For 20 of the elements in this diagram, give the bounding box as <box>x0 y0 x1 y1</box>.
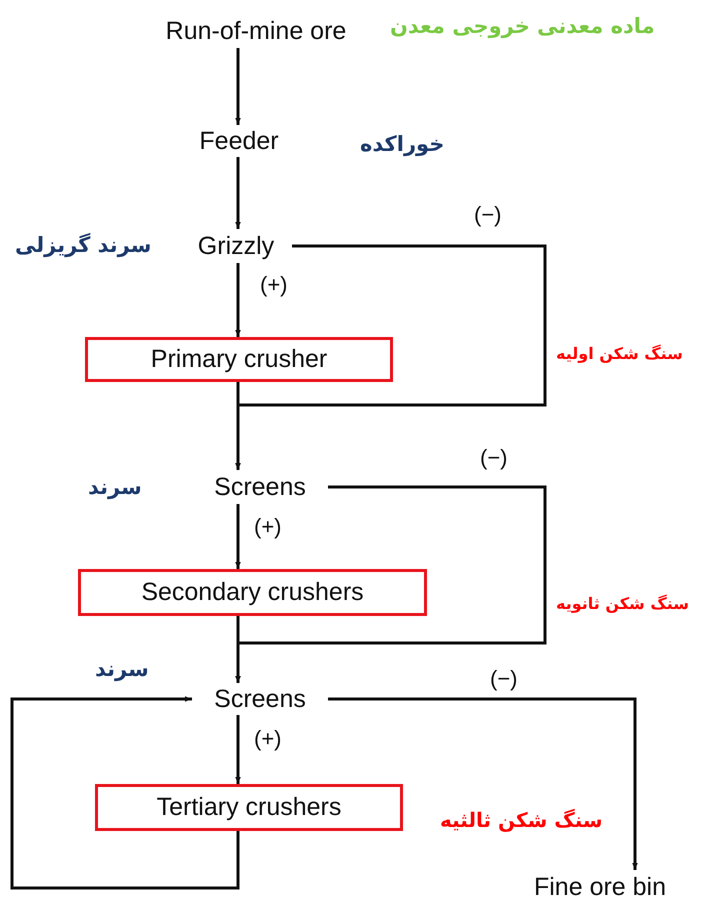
translation-label: خوراکده <box>360 132 444 156</box>
arrow <box>235 715 241 784</box>
translation-label: سنگ شکن اولیه <box>556 344 683 363</box>
translation-label: سنگ شکن ثالثیه <box>440 808 603 832</box>
arrow <box>235 48 241 125</box>
process-box: Tertiary crushers <box>95 784 403 831</box>
arrow <box>328 698 638 870</box>
process-box: Secondary crushers <box>78 569 427 616</box>
process-box: Primary crusher <box>85 337 393 382</box>
arrow <box>235 382 241 470</box>
arrow <box>235 616 241 683</box>
arrow <box>235 263 241 337</box>
translation-label: ماده معدنی خروجی معدن <box>390 14 655 38</box>
arrow <box>10 696 240 890</box>
arrow <box>235 157 241 229</box>
arrow <box>235 504 241 569</box>
translation-label: سنگ شکن ثانویه <box>556 594 689 613</box>
translation-label: سرند <box>95 657 149 681</box>
translation-label: سرند گریزلی <box>15 233 152 257</box>
translation-label: سرند <box>88 475 142 499</box>
